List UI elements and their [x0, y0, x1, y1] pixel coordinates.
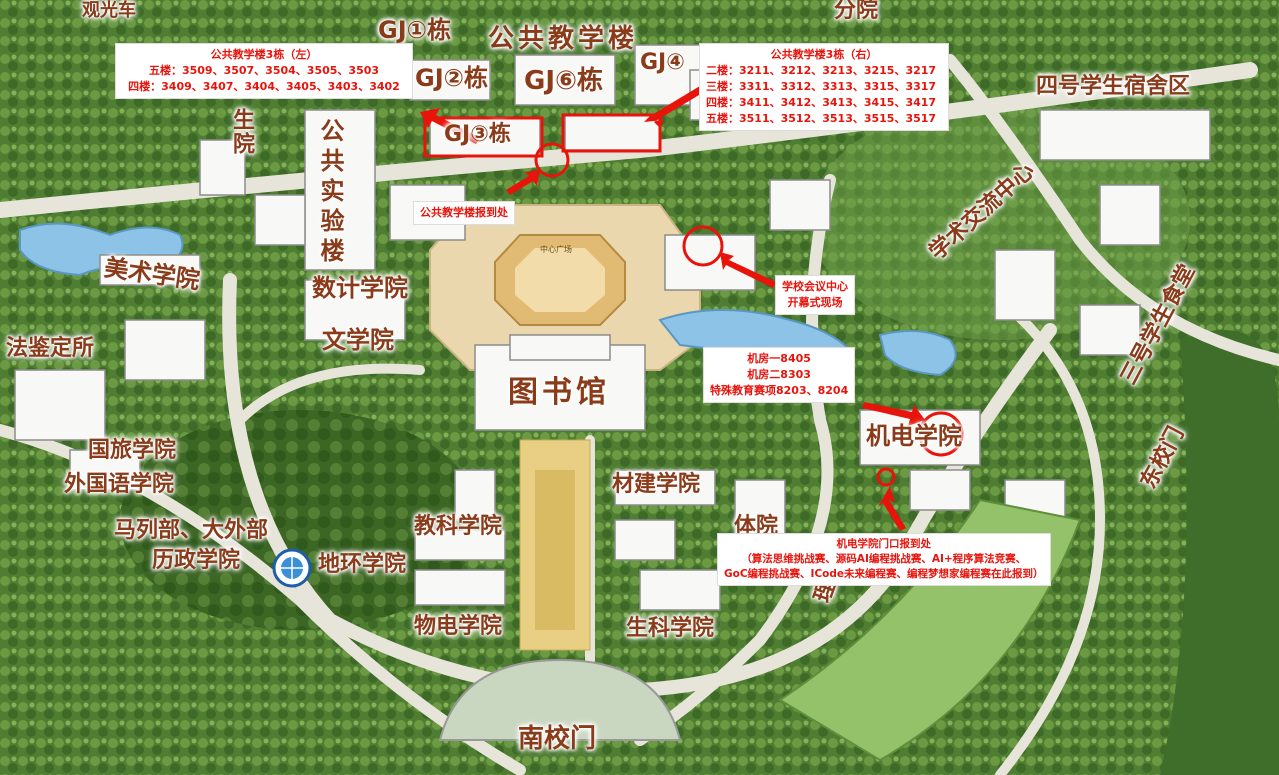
callout-gj3-right-floor5: 五楼：3511、3512、3513、3515、3517 — [706, 112, 937, 125]
callout-jidian-entrance-line2: （算法思维挑战赛、源码AI编程挑战赛、AI+程序算法竞赛、 — [741, 553, 1027, 565]
label-life-sci: 生科学院 — [626, 616, 715, 641]
callout-gj3-right: 公共教学楼3栋（右） 二楼：3211、3212、3213、3215、3217 三… — [700, 44, 948, 130]
label-yiyuan: 生院 — [229, 108, 254, 156]
callout-gj3-right-floor3: 三楼：3311、3312、3313、3315、3317 — [706, 80, 937, 93]
university-emblem-icon — [272, 548, 312, 588]
central-plaza-label: 中心广场 — [540, 245, 572, 254]
callout-special-ed: 特殊教育赛项8203、8204 — [710, 384, 849, 397]
callout-computer-room1: 机房一8405 — [747, 352, 811, 365]
label-fenyuan: 分院 — [834, 0, 879, 23]
callout-gj3-right-floor4: 四楼：3411、3412、3413、3415、3417 — [706, 96, 937, 109]
label-marxism: 马列部、大外部 — [114, 518, 269, 543]
label-gj2: GJ②栋 — [415, 64, 488, 92]
label-physics-elec: 物电学院 — [414, 614, 503, 639]
buildings — [14, 44, 1211, 611]
callout-gj3-right-floor2: 二楼：3211、3212、3213、3215、3217 — [706, 64, 937, 77]
callout-gj3-left-title: 公共教学楼3栋（左） — [210, 48, 318, 61]
label-public-lab: 公共实验楼 — [316, 118, 344, 268]
callout-jidian-entrance-title: 机电学院门口报到处 — [836, 538, 932, 550]
label-library: 图书馆 — [508, 375, 610, 410]
marker-gj3-left — [423, 116, 544, 158]
label-dorm-4: 四号学生宿舍区 — [1036, 74, 1191, 99]
label-mech-elec: 机电学院 — [866, 422, 962, 450]
label-public-teaching: 公共教学楼 — [488, 24, 639, 54]
label-gj3: GJ③栋 — [444, 122, 511, 147]
arrows — [420, 86, 925, 531]
label-materials: 材建学院 — [612, 472, 701, 497]
marker-meeting-center — [682, 225, 724, 267]
label-forensics: 法鉴定所 — [6, 336, 95, 361]
label-gj6: GJ⑥栋 — [524, 66, 604, 96]
label-south-gate: 南校门 — [518, 724, 597, 754]
callout-gj3-left-floor5: 五楼：3509、3507、3504、3505、3503 — [148, 64, 380, 77]
marker-registration — [534, 142, 570, 178]
label-math-cs: 数计学院 — [312, 274, 408, 302]
marker-gj3-right — [561, 113, 662, 153]
callout-gj3-left-floor4: 四楼：3409、3407、3404、3405、3403、3402 — [128, 80, 400, 93]
label-geo-env: 地环学院 — [318, 552, 407, 577]
callout-jidian-entrance: 机电学院门口报到处 （算法思维挑战赛、源码AI编程挑战赛、AI+程序算法竞赛、 … — [718, 534, 1050, 585]
label-gj4: GJ④ — [640, 50, 685, 75]
callout-meeting-center-line1: 学校会议中心 — [782, 280, 848, 293]
label-tourism: 国旅学院 — [88, 438, 177, 463]
marker-jidian-gate — [876, 467, 896, 487]
callout-meeting-center: 学校会议中心 开幕式现场 — [776, 276, 854, 314]
callout-computer-room2: 机房二8303 — [747, 368, 811, 381]
label-pe: 体院 — [734, 514, 779, 539]
callout-registration: 公共教学楼报到处 — [414, 202, 514, 224]
label-gj1: GJ①栋 — [378, 16, 451, 44]
label-foreign-lang: 外国语学院 — [64, 472, 175, 497]
callout-jidian-entrance-line3: GoC编程挑战赛、ICode未来编程赛、编程梦想家编程赛在此报到） — [724, 568, 1044, 580]
callout-meeting-center-line2: 开幕式现场 — [787, 296, 843, 309]
label-education: 教科学院 — [414, 514, 503, 539]
callout-computer-rooms: 机房一8405 机房二8303 特殊教育赛项8203、8204 — [704, 348, 855, 402]
marker-computer-room — [918, 411, 964, 457]
label-literature: 文学院 — [322, 326, 394, 354]
callout-gj3-right-title: 公共教学楼3栋（右） — [770, 48, 878, 61]
label-history-politics: 历政学院 — [152, 548, 241, 573]
label-guangxian: 观光车 — [82, 0, 136, 21]
callout-gj3-left: 公共教学楼3栋（左） 五楼：3509、3507、3504、3505、3503 四… — [116, 44, 412, 98]
hill-forest — [120, 410, 480, 630]
